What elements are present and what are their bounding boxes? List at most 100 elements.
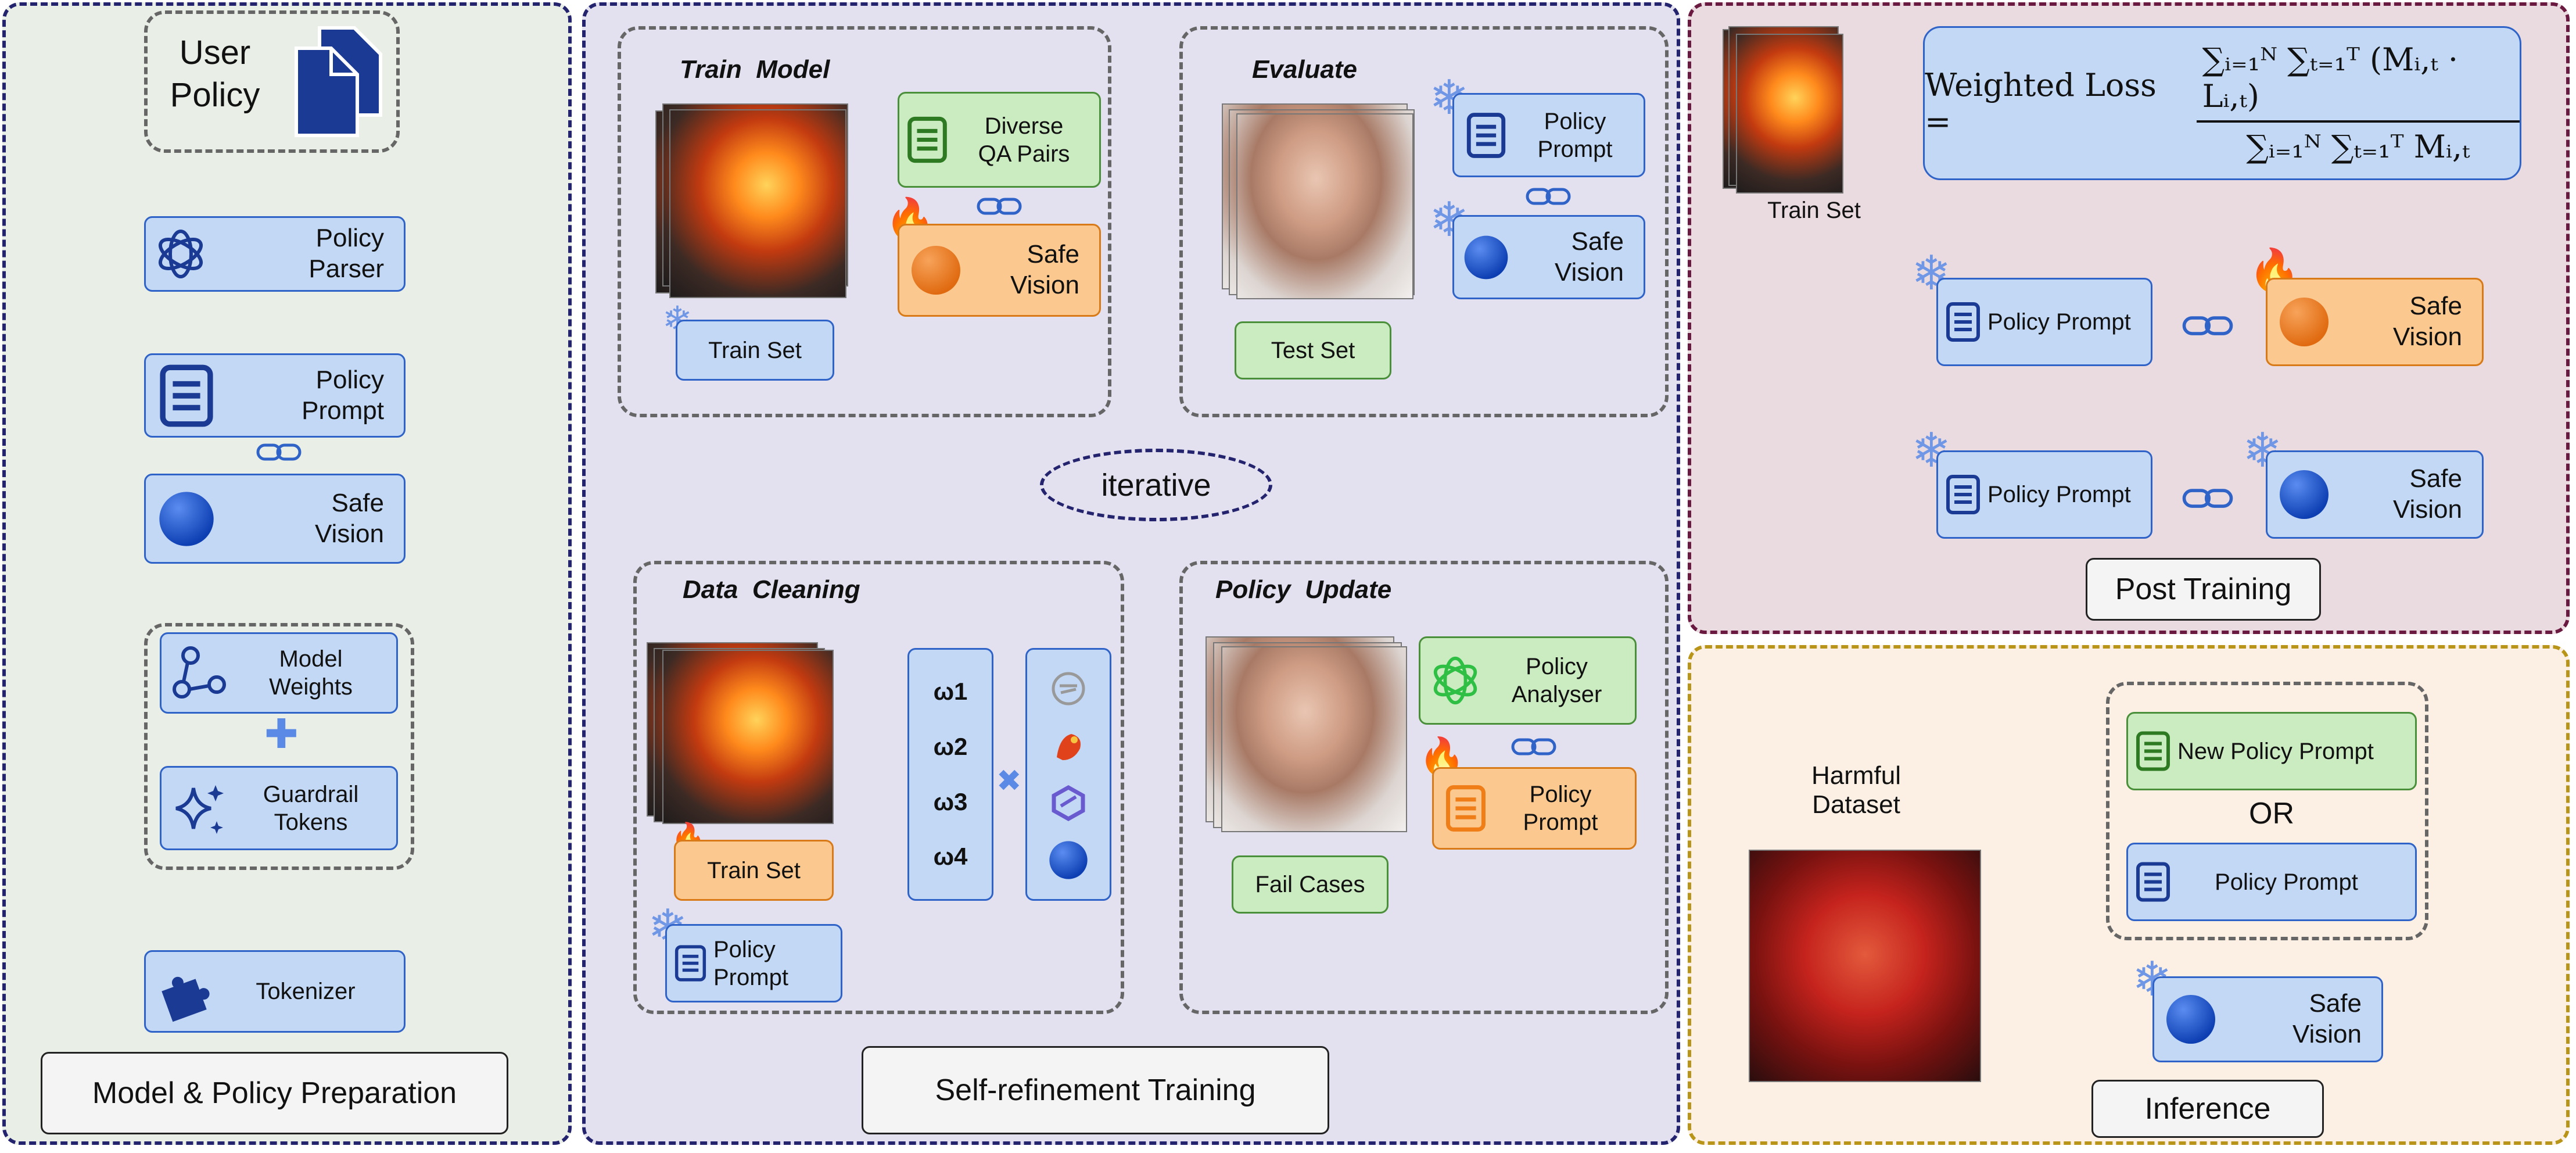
- openai-icon: [1420, 655, 1490, 706]
- safe-vision-label: Safe Vision: [1010, 240, 1079, 299]
- diverse-qa-label: Diverse QA Pairs: [978, 113, 1070, 167]
- sphere-icon: [2268, 296, 2340, 348]
- link-icon: [256, 441, 302, 467]
- clean-train-set-label: Train Set: [707, 857, 801, 883]
- guardrail-tokens-label: Guardrail Tokens: [263, 781, 359, 835]
- policy-options-box: [2106, 682, 2428, 940]
- train-set-node: Train Set: [676, 320, 834, 381]
- document-icon: [1938, 474, 1987, 515]
- user-policy-box: [144, 10, 400, 153]
- evaluate-box: [1179, 26, 1669, 417]
- sphere-icon: [1048, 840, 1089, 880]
- inference-policy-prompt-label: Policy Prompt: [2215, 869, 2358, 895]
- post-safe-vision-orange-node: Safe Vision: [2266, 278, 2484, 366]
- post-policy-prompt-label: Policy Prompt: [1987, 309, 2131, 335]
- weighted-loss-formula: Weighted Loss = ∑ᵢ₌₁ᴺ ∑ₜ₌₁ᵀ (Mᵢ,ₜ · Lᵢ,ₜ…: [1923, 26, 2521, 180]
- eval-safe-vision-label: Safe Vision: [1554, 227, 1624, 287]
- policy-update-box: [1179, 561, 1669, 1014]
- link-icon: [976, 195, 1022, 221]
- policy-prompt-label: Policy Prompt: [302, 365, 384, 425]
- document-icon: [1434, 785, 1498, 832]
- eval-policy-prompt-label: Policy Prompt: [1537, 108, 1613, 162]
- model-policy-preparation-caption: Model & Policy Preparation: [41, 1052, 508, 1134]
- clean-policy-prompt-node: Policy Prompt: [665, 924, 842, 1002]
- weight-w1: ω1: [933, 678, 968, 706]
- weight-w4: ω4: [933, 843, 968, 871]
- train-model-box: [618, 26, 1111, 417]
- safe-vision-node: Safe Vision: [144, 474, 406, 564]
- document-icon: [899, 115, 955, 164]
- guardrail-tokens-node: Guardrail Tokens: [160, 766, 398, 850]
- formula-numerator: ∑ᵢ₌₁ᴺ ∑ₜ₌₁ᵀ (Mᵢ,ₜ · Lᵢ,ₜ): [2196, 41, 2520, 123]
- fail-cases-node: Fail Cases: [1232, 855, 1389, 914]
- train-model-title: Train Model: [680, 55, 830, 84]
- eval-policy-prompt-node: Policy Prompt: [1452, 93, 1645, 177]
- formula-denominator: ∑ᵢ₌₁ᴺ ∑ₜ₌₁ᵀ Mᵢ,ₜ: [2246, 128, 2470, 165]
- diverse-qa-node: Diverse QA Pairs: [898, 92, 1101, 188]
- new-policy-prompt-node: New Policy Prompt: [2126, 712, 2417, 790]
- weight-w2: ω2: [933, 732, 968, 760]
- post-safe-vision-frozen-node: Safe Vision: [2266, 450, 2484, 539]
- train-image-front: [669, 109, 846, 298]
- test-set-node: Test Set: [1235, 321, 1391, 379]
- train-set-label: Train Set: [708, 337, 802, 363]
- post-training-caption: Post Training: [2086, 558, 2321, 621]
- document-icon: [667, 944, 713, 982]
- sphere-icon: [1454, 234, 1518, 281]
- data-cleaning-box: [633, 561, 1124, 1014]
- policy-analyser-node: Policy Analyser: [1419, 636, 1637, 725]
- model-logos-column: [1025, 648, 1111, 901]
- policy-analyser-label: Policy Analyser: [1511, 654, 1602, 707]
- post-policy-prompt-frozen-node-2: Policy Prompt: [1936, 450, 2152, 539]
- weights-tokens-box: [144, 623, 414, 870]
- puzzle-icon: [146, 965, 227, 1022]
- test-set-label: Test Set: [1271, 338, 1355, 363]
- iterative-label: iterative: [1101, 467, 1211, 503]
- graph-icon: [162, 644, 237, 702]
- policy-parser-node: Policy Parser: [144, 216, 406, 292]
- sphere-icon: [2154, 993, 2227, 1045]
- model-logo-icon: [1052, 785, 1085, 821]
- policy-update-title: Policy Update: [1215, 575, 1392, 604]
- evaluate-title: Evaluate: [1252, 55, 1357, 84]
- user-policy-label: User Policy: [170, 34, 260, 114]
- sparkle-icon: [162, 779, 237, 837]
- policy-prompt-node: Policy Prompt: [144, 353, 406, 438]
- update-policy-prompt-node: Policy Prompt: [1432, 767, 1637, 850]
- document-icon: [1454, 112, 1518, 159]
- tokenizer-label: Tokenizer: [256, 979, 356, 1004]
- sphere-icon: [899, 244, 972, 296]
- inference-policy-prompt-node: Policy Prompt: [2126, 843, 2417, 921]
- or-label: OR: [2249, 797, 2294, 830]
- post-safe-vision-label: Safe Vision: [2392, 292, 2462, 351]
- post-policy-prompt-label: Policy Prompt: [1987, 482, 2131, 507]
- sphere-icon: [146, 490, 227, 548]
- post-train-set-label: Train Set: [1767, 198, 1861, 223]
- link-icon: [2182, 313, 2234, 342]
- post-image-front: [1736, 34, 1843, 194]
- tokenizer-node: Tokenizer: [144, 950, 406, 1033]
- model-logo-icon: [1057, 734, 1081, 761]
- inference-safe-vision-label: Safe Vision: [2292, 989, 2362, 1048]
- policy-parser-label: Policy Parser: [308, 224, 384, 283]
- document-icon: [1938, 301, 1987, 343]
- formula-fraction: ∑ᵢ₌₁ᴺ ∑ₜ₌₁ᵀ (Mᵢ,ₜ · Lᵢ,ₜ) ∑ᵢ₌₁ᴺ ∑ₜ₌₁ᵀ Mᵢ…: [2196, 41, 2520, 165]
- new-policy-prompt-label: New Policy Prompt: [2177, 738, 2374, 764]
- clean-image-front: [662, 650, 834, 824]
- fail-image-front: [1221, 646, 1407, 832]
- safe-vision-label: Safe Vision: [314, 488, 384, 548]
- clean-train-set-node: Train Set: [674, 840, 834, 901]
- self-refinement-training-caption: Self-refinement Training: [862, 1046, 1329, 1134]
- weights-column: ω1 ω2 ω3 ω4: [907, 648, 993, 901]
- eval-image-front: [1236, 113, 1413, 299]
- openai-icon: [146, 228, 216, 280]
- harmful-dataset-label: Harmful Dataset: [1811, 761, 1901, 819]
- inference-safe-vision-node: Safe Vision: [2152, 976, 2383, 1062]
- document-stack-icon: [285, 22, 389, 138]
- link-icon: [1511, 735, 1557, 761]
- model-weights-node: Model Weights: [160, 632, 398, 714]
- post-policy-prompt-frozen-node-1: Policy Prompt: [1936, 278, 2152, 366]
- data-cleaning-title: Data Cleaning: [683, 575, 860, 604]
- weight-w3: ω3: [933, 787, 968, 815]
- harmful-image: [1749, 850, 1981, 1082]
